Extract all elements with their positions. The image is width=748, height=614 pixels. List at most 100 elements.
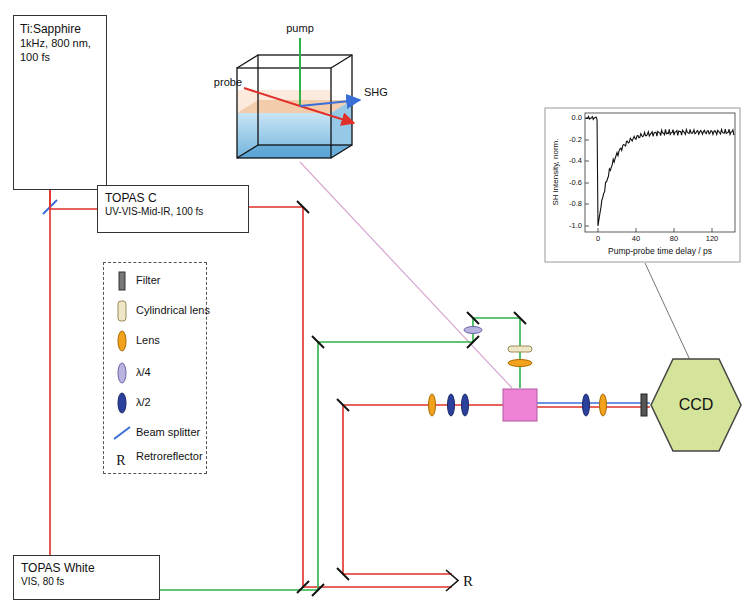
mirror — [337, 568, 349, 580]
ccd-detector: CCD — [650, 358, 742, 452]
node-title: TOPAS C — [105, 191, 241, 206]
tick — [585, 161, 589, 162]
cylindrical-lens-symbol — [118, 301, 126, 321]
mirror — [312, 584, 324, 596]
cylindrical-lens — [508, 346, 532, 352]
tick-label: -0.2 — [569, 136, 582, 144]
plot-frame — [585, 113, 735, 232]
shg-beam — [300, 100, 360, 106]
retroreflector-symbol — [446, 570, 458, 591]
lens — [508, 360, 532, 367]
red-beam — [343, 405, 503, 574]
axis-ticks — [585, 118, 712, 232]
mirror — [514, 312, 526, 324]
axis-title: Pump-probe time delay / ps — [608, 247, 712, 256]
edge — [237, 55, 258, 68]
node-title: CCD — [679, 395, 714, 415]
waveplate-symbol — [118, 393, 126, 413]
waveplate-symbol — [118, 363, 126, 383]
filter-symbol — [119, 272, 125, 290]
cuvette — [237, 38, 360, 158]
half-wave-plate — [448, 394, 455, 416]
quarter-wave-plate — [464, 327, 482, 334]
legend-sample — [110, 269, 134, 293]
mirror — [297, 581, 309, 593]
inset-leader — [645, 263, 690, 360]
tick — [636, 228, 637, 232]
back-face — [258, 55, 352, 145]
legend-text: Cylindrical lens — [136, 304, 210, 316]
tick-label: 80 — [670, 235, 678, 243]
lens-symbol — [118, 331, 126, 351]
node-spec: 1kHz, 800 nm, 100 fs — [20, 37, 100, 65]
tick — [674, 228, 675, 232]
legend-text: Beam splitter — [136, 426, 200, 438]
tick-label: -1.0 — [569, 222, 582, 230]
legend-box: FilterCylindrical lensLens λ/4 λ/2Beam spl… — [103, 262, 207, 474]
cuvette-frame — [237, 55, 352, 158]
beam-label: probe — [214, 76, 242, 88]
red-beam-out — [537, 406, 650, 408]
legend-row: Filter — [104, 269, 206, 293]
tick — [712, 228, 713, 232]
filter — [641, 394, 647, 416]
zoom-leader — [300, 162, 512, 388]
tick-label: 120 — [706, 235, 719, 243]
legend-sample — [110, 299, 134, 323]
laser-beam — [50, 190, 97, 209]
half-wave-plate — [583, 394, 590, 416]
legend-sample — [110, 361, 134, 385]
tick — [585, 226, 589, 227]
legend-text: λ/4 — [136, 366, 151, 378]
mirror — [467, 312, 479, 324]
laser-box: Ti:Sapphire1kHz, 800 nm, 100 fs — [13, 15, 107, 190]
hexagon-shape — [651, 359, 741, 451]
tick-label: -0.4 — [569, 157, 582, 165]
axis-title: SH intensity, norm. — [552, 139, 561, 206]
red-beam — [249, 207, 452, 587]
lens — [429, 394, 436, 416]
mirror — [312, 336, 324, 348]
edge — [237, 145, 258, 158]
amplifier-box: TOPAS CUV-VIS-Mid-IR, 100 fs — [97, 185, 249, 233]
legend-row: Lens — [104, 329, 206, 353]
green-beam — [160, 318, 520, 590]
laser-beam — [49, 190, 51, 555]
inset-panel — [545, 108, 740, 262]
tick-label: 0.0 — [572, 114, 582, 122]
beam-label: pump — [286, 22, 314, 34]
reflected-probe — [300, 106, 354, 123]
sample — [503, 389, 537, 421]
legend-row: Beam splitter — [104, 421, 206, 445]
node-title: Ti:Sapphire — [20, 22, 100, 37]
beam-label: SHG — [364, 86, 388, 98]
tick — [585, 140, 589, 141]
tick-label: 0 — [596, 235, 600, 243]
tick-label: -0.6 — [569, 179, 582, 187]
legend-text: Filter — [136, 274, 160, 286]
legend-symbol: R — [116, 453, 125, 468]
tick — [585, 204, 589, 205]
node-spec: VIS, 80 fs — [21, 576, 152, 589]
pump-beam — [299, 38, 301, 106]
tick-label: -0.8 — [569, 200, 582, 208]
mirrors — [297, 201, 526, 596]
edge — [331, 55, 352, 68]
half-wave-plate — [462, 394, 469, 416]
edge — [331, 145, 352, 158]
mirror — [467, 336, 479, 348]
amplifier-box: TOPAS WhiteVIS, 80 fs — [13, 555, 160, 600]
legend-sample — [110, 391, 134, 415]
legend-row: Cylindrical lens — [104, 299, 206, 323]
blue-beam-out — [537, 402, 650, 404]
beam-splitter-symbol — [114, 427, 130, 439]
tick — [598, 228, 599, 232]
lens — [600, 394, 607, 416]
legend-row: λ/2 — [104, 391, 206, 415]
probe-beam — [244, 88, 300, 106]
legend-sample — [110, 329, 134, 353]
legend-sample — [110, 421, 134, 445]
node-spec: UV-VIS-Mid-IR, 100 fs — [105, 206, 241, 219]
tick-label: 40 — [632, 235, 640, 243]
